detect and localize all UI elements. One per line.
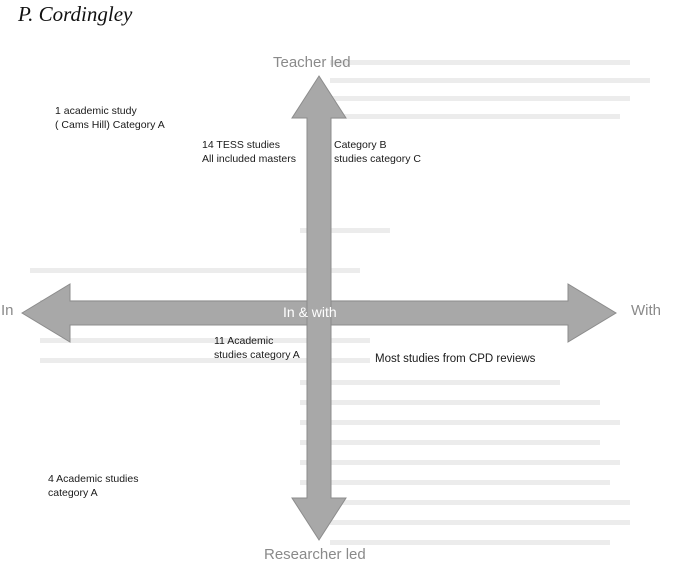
axis-label-right: With [631,302,661,319]
label-tess-studies: 14 TESS studies All included masters [202,138,296,166]
label-line: 14 TESS studies [202,139,281,151]
axis-label-bottom: Researcher led [264,546,366,563]
label-line: 1 academic study [55,105,137,117]
axis-label-center: In & with [283,304,337,320]
label-category-b: Category B studies category C [334,138,421,166]
label-line: studies category A [214,349,300,361]
author-name: P. Cordingley [18,2,133,26]
label-bottom-left: 4 Academic studies category A [48,472,138,500]
label-line: category A [48,487,98,499]
label-top-left: 1 academic study ( Cams Hill) Category A [55,104,165,132]
label-11-academic: 11 Academic studies category A [214,334,300,362]
label-line: All included masters [202,153,296,165]
label-line: 4 Academic studies [48,473,139,485]
label-cpd-reviews: Most studies from CPD reviews [375,353,536,365]
vertical-axis-arrow [291,75,347,541]
axis-label-left: In [1,302,14,319]
axis-label-top: Teacher led [273,54,351,71]
label-line: studies category C [334,153,421,165]
label-line: 11 Academic [214,335,274,347]
label-line: ( Cams Hill) Category A [55,119,165,131]
label-line: Category B [334,139,387,151]
